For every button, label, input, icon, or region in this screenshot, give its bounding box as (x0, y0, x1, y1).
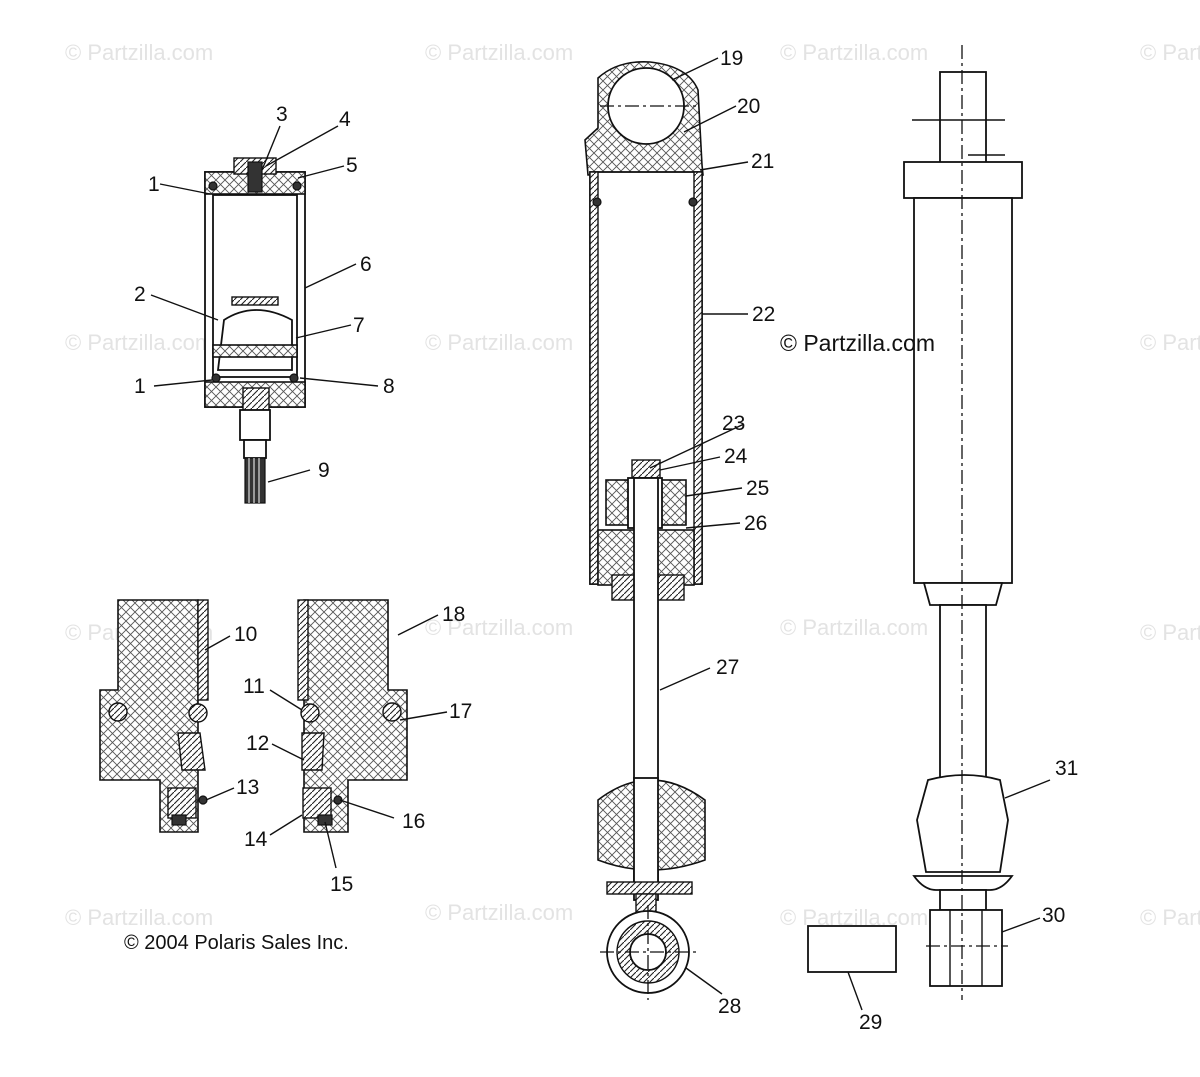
callout-2: 2 (134, 283, 146, 306)
callout-10: 10 (234, 623, 257, 646)
callout-14: 14 (244, 828, 268, 851)
watermark: © Partzilla.com (425, 900, 573, 925)
callout-13: 13 (236, 776, 259, 799)
callout-30: 30 (1042, 904, 1065, 927)
watermark: © Partzilla.com (1140, 40, 1200, 65)
callout-16: 16 (402, 810, 425, 833)
copyright-notice: © 2004 Polaris Sales Inc. (124, 932, 349, 954)
callout-21: 21 (751, 150, 774, 173)
watermark: © Partzilla.com (65, 905, 213, 930)
callout-31: 31 (1055, 757, 1078, 780)
callout-12: 12 (246, 732, 269, 755)
callout-24: 24 (724, 445, 748, 468)
callout-1b: 1 (134, 375, 146, 398)
callout-20: 20 (737, 95, 760, 118)
callout-8: 8 (383, 375, 395, 398)
callout-3: 3 (276, 103, 288, 126)
watermark: © Partzilla.com (780, 40, 928, 65)
callout-7: 7 (353, 314, 365, 337)
watermark: © Partzilla.com (425, 40, 573, 65)
watermark: © Partzilla.com (1140, 905, 1200, 930)
seal-head-cross-section (99, 599, 408, 833)
callout-labels: 1 2 3 4 5 6 7 1 8 9 10 11 12 13 14 15 16… (134, 47, 1078, 1034)
callout-19: 19 (720, 47, 743, 70)
shock-body-cross-section (584, 61, 706, 1000)
callout-22: 22 (752, 303, 775, 326)
callout-28: 28 (718, 995, 741, 1018)
callout-25: 25 (746, 477, 769, 500)
callout-23: 23 (722, 412, 745, 435)
watermark: © Partzilla.com (65, 40, 213, 65)
callout-15: 15 (330, 873, 353, 896)
callout-17: 17 (449, 700, 472, 723)
leader-lines (150, 57, 1051, 1011)
callout-29: 29 (859, 1011, 882, 1034)
center-watermark: © Partzilla.com (780, 330, 935, 356)
shock-exterior-view (807, 45, 1023, 1000)
watermark: © Partzilla.com (1140, 330, 1200, 355)
callout-4: 4 (339, 108, 351, 131)
callout-26: 26 (744, 512, 767, 535)
callout-11: 11 (243, 675, 265, 698)
watermark: © Partzilla.com (65, 330, 213, 355)
callout-9: 9 (318, 459, 330, 482)
watermark: © Partzilla.com (425, 330, 573, 355)
callout-27: 27 (716, 656, 739, 679)
reservoir-assembly (204, 157, 306, 504)
watermark: © Partzilla.com (1140, 620, 1200, 645)
callout-6: 6 (360, 253, 372, 276)
callout-5: 5 (346, 154, 358, 177)
callout-18: 18 (442, 603, 465, 626)
watermark: © Partzilla.com (780, 615, 928, 640)
callout-1: 1 (148, 173, 160, 196)
watermark: © Partzilla.com (425, 615, 573, 640)
